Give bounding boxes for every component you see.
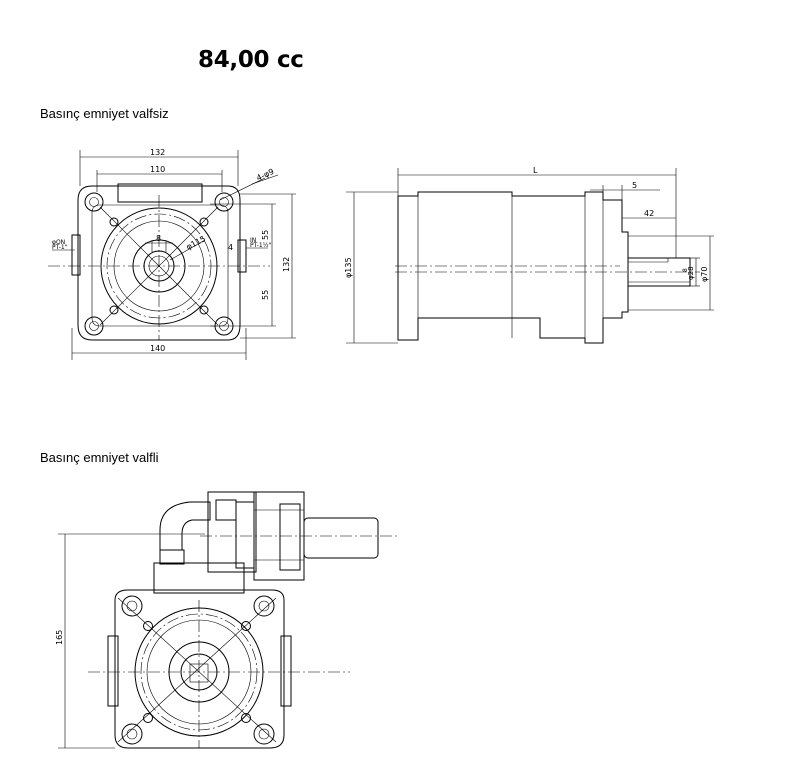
dim-diameter: φ135	[344, 257, 353, 278]
front-view-drawing	[48, 150, 296, 360]
side-view-dimensions: φ135 L 5 42 8 φ28 φ70	[344, 166, 709, 282]
dim-top-inner: 110	[150, 165, 165, 174]
dim-key-small: 4	[228, 243, 233, 252]
dim-top-outer: 132	[150, 148, 165, 157]
dim-right-upper: 55	[261, 230, 270, 240]
dim-port-right-2: PT-1½"	[250, 242, 272, 249]
dim-right-lower: 55	[261, 290, 270, 300]
dim-right-outer: 132	[282, 257, 291, 272]
valve-view-drawing	[58, 491, 400, 749]
side-view-drawing	[346, 168, 714, 344]
dim-key: 8	[156, 234, 161, 243]
dim-port-left-2: PT-1"	[52, 244, 68, 251]
dim-shaft-dia: φ28	[687, 266, 695, 280]
dim-bottom: 140	[150, 344, 165, 353]
valve-view-dimensions: 165	[55, 630, 64, 645]
dim-shaft-key: 8	[682, 268, 689, 272]
dim-length: L	[533, 166, 538, 175]
section-label-with-valve: Basınç emniyet valfli	[40, 450, 159, 465]
dim-pilot-dia: φ70	[700, 267, 709, 282]
dim-flange: 5	[632, 181, 637, 190]
section-label-without-valve: Basınç emniyet valfsiz	[40, 106, 169, 121]
dim-holes: 4-φ9	[255, 167, 275, 183]
dim-shaft: 42	[644, 209, 654, 218]
dim-port-right-1: IN	[250, 237, 256, 244]
dim-height: 165	[55, 630, 64, 645]
page-title: 84,00 cc	[198, 47, 304, 73]
dim-port-left-1: φON	[52, 239, 65, 246]
